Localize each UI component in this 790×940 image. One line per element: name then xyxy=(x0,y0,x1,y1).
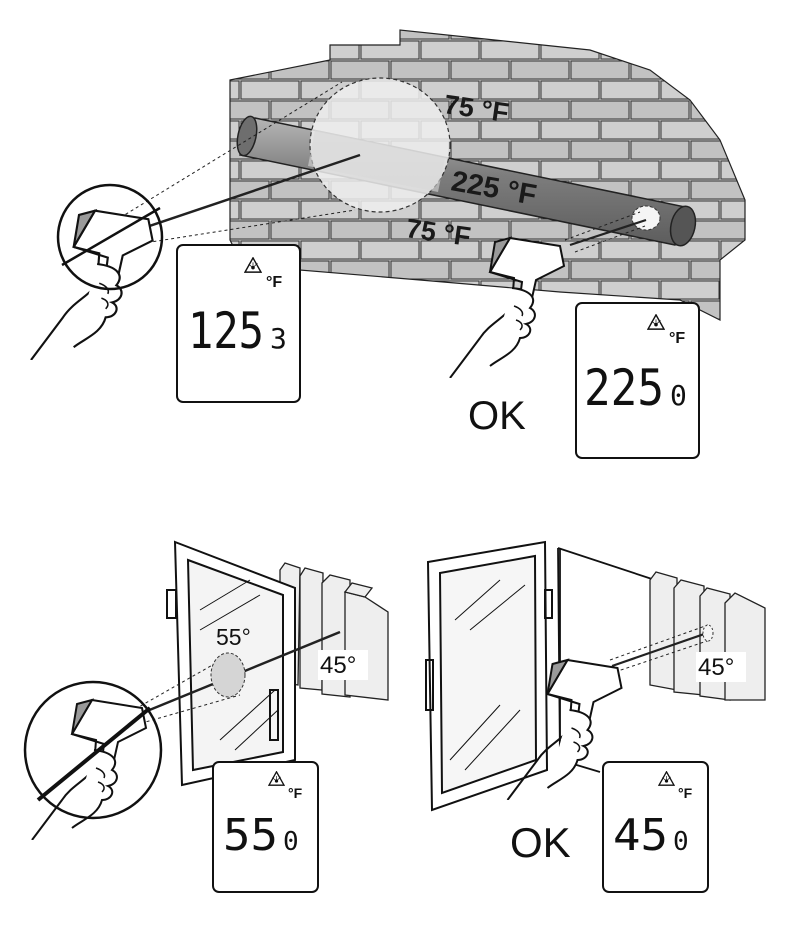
display-unit: °F xyxy=(678,785,693,801)
display-main-value: 55 xyxy=(223,810,278,861)
bottom-left-panel: 55° 45° °F 55 0 xyxy=(25,542,388,892)
glass-measurement-spot xyxy=(211,653,245,697)
display-decimal-value: 0 xyxy=(670,379,687,412)
display-unit: °F xyxy=(669,330,685,347)
display-unit: °F xyxy=(288,785,303,801)
ok-label-top: OK xyxy=(468,394,526,438)
display-decimal-value: 3 xyxy=(270,322,287,355)
display-correct-bottom: °F 45 0 xyxy=(603,762,708,892)
display-main-value: 45 xyxy=(613,810,668,861)
display-unit: °F xyxy=(266,274,282,291)
display-main-value: 125 xyxy=(188,302,264,360)
small-measurement-spot xyxy=(632,206,660,230)
milk-measurement-spot xyxy=(703,625,713,641)
display-wrong-bottom: °F 55 0 xyxy=(213,762,318,892)
ok-label-bottom: OK xyxy=(510,819,571,866)
display-decimal-value: 0 xyxy=(673,827,689,857)
glass-temp-label: 55° xyxy=(216,624,251,650)
display-wrong-top: °F 125 3 xyxy=(177,245,300,402)
bottom-right-panel: 45° OK °F 45 0 xyxy=(426,542,765,892)
milk-temp-label-left: 45° xyxy=(320,652,356,679)
top-panel: 75 °F 225 °F 75 °F °F 125 3 xyxy=(31,30,745,458)
milk-temp-label-right: 45° xyxy=(698,654,734,681)
wrong-thermometer-hand xyxy=(31,185,162,360)
display-decimal-value: 0 xyxy=(283,827,299,857)
fridge-door-open xyxy=(426,542,552,810)
display-main-value: 225 xyxy=(584,359,664,417)
display-correct-top: °F 225 0 xyxy=(576,303,699,458)
